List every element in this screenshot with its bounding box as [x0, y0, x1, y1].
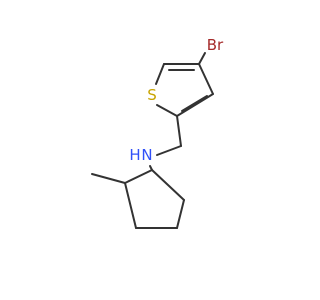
amine-n-label: N	[141, 146, 152, 164]
bond-c2-ch2	[176, 115, 182, 147]
bond-c2-c3	[124, 182, 137, 229]
bond-c5-c1	[151, 169, 185, 201]
bond-c4-c5	[176, 199, 185, 229]
bond-c5-s	[155, 63, 165, 85]
bond-c3-c4	[198, 63, 214, 95]
sulfur-label: S	[147, 86, 157, 104]
bromine-label: Br	[207, 36, 224, 54]
cyclopentane-ring	[124, 169, 185, 229]
amine-h-label: H	[129, 146, 140, 164]
bond-ch2-n	[156, 145, 182, 156]
bond-c2-c3-inner	[181, 95, 208, 112]
bond-c2-methyl	[91, 173, 126, 184]
bond-c4-br	[198, 52, 206, 65]
thiophene-ring	[155, 63, 214, 117]
molecule-structure: Br S H N	[91, 36, 224, 229]
bond-c2-c3	[176, 93, 214, 117]
bond-c1-c2	[124, 169, 153, 184]
bond-s-c2	[156, 104, 178, 117]
